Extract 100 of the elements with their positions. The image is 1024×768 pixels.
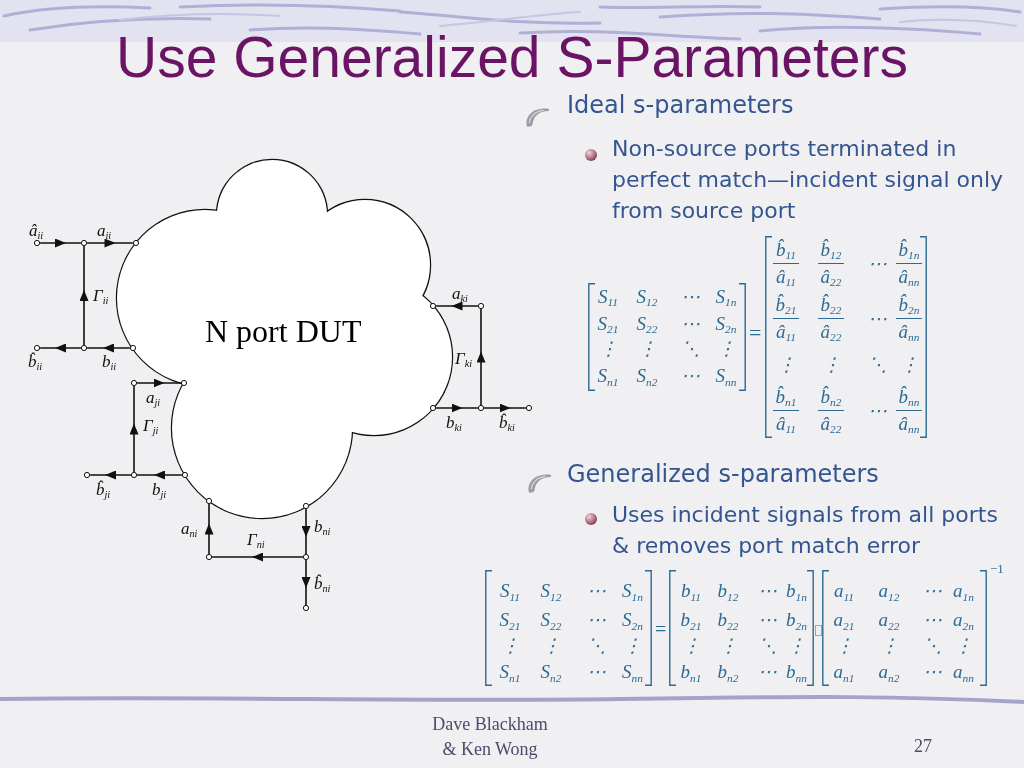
- fraction-denominator: â$_{nn}$: [898, 411, 920, 435]
- signal-arrow: [301, 508, 311, 555]
- matrix-entry: a$_{11}$: [833, 581, 854, 601]
- edge-label: b$_{ni}$: [314, 517, 331, 539]
- signal-arrow: [86, 343, 131, 353]
- matrix-entry: a$_{12}$: [878, 581, 900, 601]
- fraction-numerator: b̂$_{11}$: [772, 239, 799, 264]
- matrix-entry: ⋯: [922, 662, 942, 682]
- fraction-numerator: b̂$_{2n}$: [895, 294, 923, 319]
- matrix-entry: ⋱: [922, 636, 942, 656]
- edge-label: b̂$_{ji}$: [96, 480, 111, 502]
- fraction-denominator: â$_{22}$: [820, 264, 842, 288]
- matrix-entry: ⋯: [867, 253, 887, 274]
- matrix-entry: b$_{1n}$: [786, 581, 807, 601]
- terminal-circle-icon: [180, 379, 188, 387]
- bullet-text: Non-source ports terminated in perfect match—incident signal only from source port: [612, 135, 1005, 225]
- matrix-entry: S$_{n1}$: [499, 662, 521, 682]
- matrix-entry: S$_{21}$: [597, 313, 619, 334]
- matrix-entry: a$_{22}$: [878, 610, 900, 630]
- node-label: N port DUT: [205, 312, 362, 350]
- edge-label: â$_{ii}$: [29, 221, 44, 243]
- matrix-entry: ⋮: [500, 636, 520, 656]
- matrix-entry: ⋯: [586, 662, 606, 682]
- matrix-entry: ⋯: [757, 581, 777, 601]
- edge-label: b$_{ji}$: [152, 480, 167, 502]
- matrix-entry: ⋯: [757, 662, 777, 682]
- terminal-circle-icon: [429, 404, 437, 412]
- equals-sign: =: [749, 321, 762, 345]
- matrix-entry: ⋯: [867, 308, 887, 329]
- matrix-entry: ⋮: [879, 636, 899, 656]
- matrix-entry: ⋱: [586, 636, 606, 656]
- matrix-entry: S$_{22}$: [540, 610, 562, 630]
- edge-label: a$_{ki}$: [452, 284, 468, 306]
- edge-label: Γ$_{ji}$: [143, 416, 159, 438]
- matrix-entry: S$_{22}$: [636, 313, 658, 334]
- matrix-entry: a$_{2n}$: [953, 610, 974, 630]
- edge-label: a$_{ni}$: [181, 519, 198, 541]
- matrix-entry: S$_{11}$: [597, 286, 618, 307]
- terminal-circle-icon: [132, 239, 140, 247]
- matrix-entry: ⋮: [776, 354, 796, 375]
- edge-label: a$_{ji}$: [146, 388, 161, 410]
- matrix-entry: S$_{12}$: [540, 581, 562, 601]
- matrix-entry: ⋯: [922, 581, 942, 601]
- fraction-numerator: b̂$_{12}$: [817, 239, 845, 264]
- bullet-heading: Ideal s-parameters: [567, 90, 794, 120]
- fraction-denominator: â$_{11}$: [775, 264, 796, 288]
- matrix-entry: ⋱: [757, 636, 777, 656]
- terminal-circle-icon: [525, 404, 533, 412]
- matrix-entry: ⋱: [867, 354, 887, 375]
- fraction-numerator: b̂$_{nn}$: [895, 386, 923, 411]
- bullet-text: Uses incident signals from all ports & removes port match error: [612, 501, 999, 560]
- signal-arrow: [435, 301, 479, 311]
- matrix-entry: ⋮: [899, 354, 919, 375]
- matrix-entry: ⋮: [637, 339, 657, 359]
- matrix-entry: ⋮: [821, 354, 841, 375]
- matrix-entry: S$_{21}$: [499, 610, 521, 630]
- matrix-entry: S$_{1n}$: [715, 286, 737, 307]
- slide-title: Use Generalized S-Parameters: [116, 25, 908, 89]
- edge-label: b$_{ii}$: [102, 352, 117, 374]
- matrix-entry: a$_{n2}$: [878, 662, 900, 682]
- matrix-entry: ⋯: [586, 581, 606, 601]
- matrix-entry: ⋯: [680, 313, 700, 334]
- fraction-denominator: â$_{nn}$: [898, 264, 920, 288]
- matrix-entry: a$_{nn}$: [953, 662, 974, 682]
- matrix-entry: S$_{2n}$: [715, 313, 737, 334]
- terminal-circle-icon: [477, 302, 485, 310]
- matrix-entry: S$_{1n}$: [622, 581, 643, 601]
- terminal-circle-icon: [83, 471, 91, 479]
- signal-arrow: [435, 403, 479, 413]
- edge-label: Γ$_{ii}$: [93, 286, 109, 308]
- matrix-entry: S$_{12}$: [636, 286, 658, 307]
- edge-label: Γ$_{ni}$: [247, 530, 265, 552]
- matrix-entry: ⋮: [834, 636, 854, 656]
- matrix-entry: b$_{22}$: [717, 610, 739, 630]
- matrix-entry: S$_{nn}$: [622, 662, 643, 682]
- matrix-entry: S$_{nn}$: [715, 366, 737, 386]
- matrix-entry: a$_{n1}$: [833, 662, 855, 682]
- fraction-numerator: b̂$_{21}$: [772, 294, 800, 319]
- signal-arrow: [86, 238, 134, 248]
- matrix-entry: ⋮: [954, 636, 973, 656]
- fraction-numerator: b̂$_{n2}$: [817, 386, 845, 411]
- terminal-circle-icon: [205, 553, 213, 561]
- terminal-circle-icon: [33, 239, 41, 247]
- signal-arrow: [129, 385, 139, 473]
- terminal-circle-icon: [33, 344, 41, 352]
- matrix-entry: ⋯: [867, 400, 887, 421]
- matrix-entry: b$_{2n}$: [786, 610, 807, 630]
- matrix-entry: ⋯: [586, 610, 606, 630]
- matrix-entry: ⋮: [681, 636, 701, 656]
- equals-sign: =: [655, 617, 667, 641]
- matrix-entry: ⋱: [680, 339, 700, 359]
- signal-arrow: [89, 470, 132, 480]
- edge-label: a$_{ii}$: [97, 221, 112, 243]
- matrix-entry: ⋮: [716, 339, 736, 359]
- terminal-circle-icon: [181, 471, 189, 479]
- fraction-denominator: â$_{11}$: [775, 319, 796, 343]
- matrix-entry: S$_{n2}$: [540, 662, 562, 682]
- fraction-denominator: â$_{11}$: [775, 411, 796, 435]
- terminal-circle-icon: [80, 344, 88, 352]
- edge-label: b̂$_{ii}$: [28, 352, 43, 374]
